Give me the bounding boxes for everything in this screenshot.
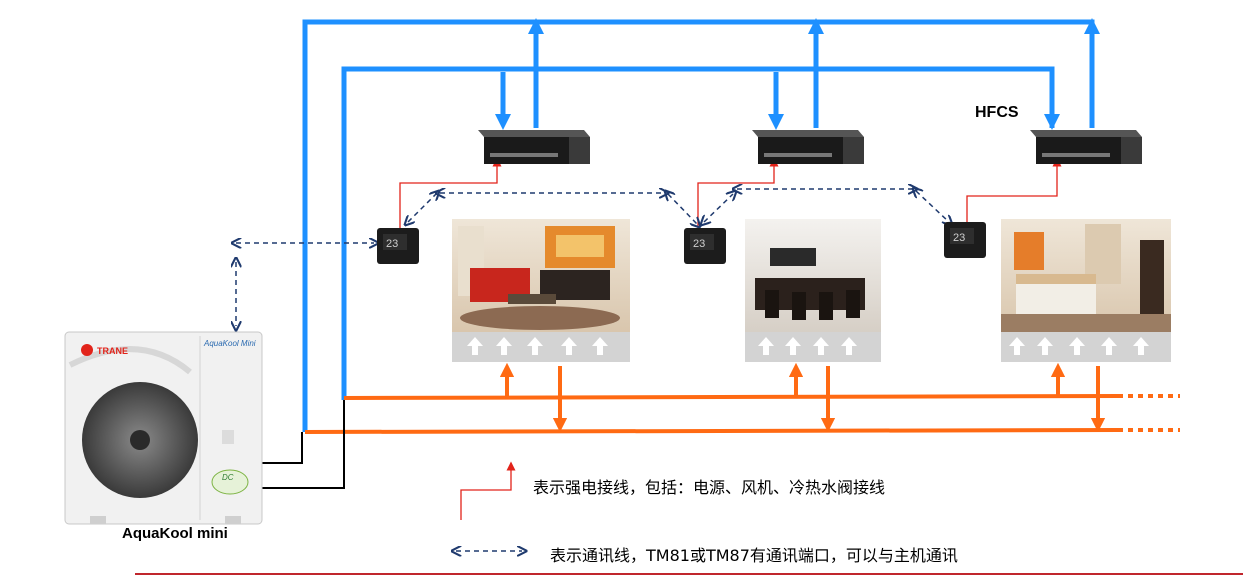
room-photo-bedroom: [1001, 219, 1171, 332]
air-grilles: [452, 332, 1171, 362]
bottom-rule: [135, 573, 1243, 575]
outdoor-unit-label: AquaKool mini: [122, 525, 228, 542]
fan-coil-unit-2: [752, 130, 864, 164]
return-water-pipes: [304, 362, 1180, 434]
svg-text:DC: DC: [222, 473, 234, 482]
svg-text:TRANE: TRANE: [97, 346, 128, 356]
svg-text:23: 23: [693, 238, 705, 250]
hfcs-label: HFCS: [975, 104, 1019, 121]
trane-logo-icon: [81, 344, 93, 356]
legend-comm-text: 表示通讯线，TM81或TM87有通讯端口，可以与主机通讯: [550, 546, 958, 565]
thermostat-1: 23: [377, 228, 419, 264]
room-photo-living: [452, 219, 630, 332]
legend-power-symbol: [460, 461, 516, 520]
svg-text:AquaKool Mini: AquaKool Mini: [203, 339, 256, 348]
supply-water-pipes: [302, 17, 1101, 432]
fan-coil-unit-3: [1030, 130, 1142, 164]
comm-links: [236, 189, 949, 326]
room-photo-dining: [745, 219, 881, 332]
svg-text:23: 23: [386, 238, 398, 250]
fan-coil-unit-1: [478, 130, 590, 164]
svg-text:23: 23: [953, 232, 965, 244]
legend-power-text: 表示强电接线，包括：电源、风机、冷热水阀接线: [533, 478, 886, 497]
outdoor-unit: TRANE AquaKool Mini DC: [64, 331, 263, 525]
thermostat-2: 23: [684, 228, 726, 264]
thermostat-3: 23: [944, 222, 986, 258]
unit-wiring: [262, 400, 345, 489]
